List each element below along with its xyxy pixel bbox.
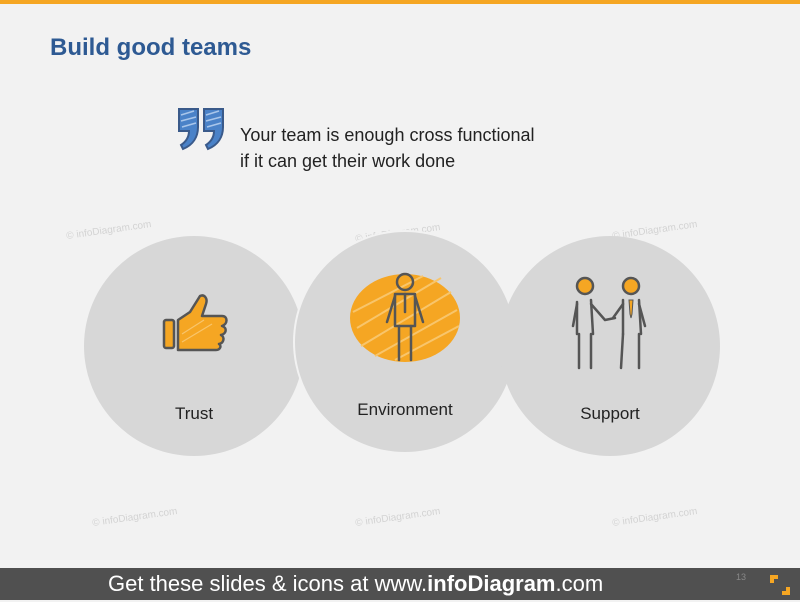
footer-brand: infoDiagram [427, 571, 556, 596]
footer-bar: Get these slides & icons at www.infoDiag… [0, 568, 800, 600]
watermark: © infoDiagram.com [354, 506, 442, 529]
page-number: 13 [736, 572, 747, 582]
thumbs-up-icon [158, 290, 230, 365]
trust-label: Trust [174, 404, 214, 423]
environment-circle: Environment [295, 232, 515, 452]
footer-prefix: Get these slides & icons at www. [108, 571, 428, 596]
footer-text[interactable]: Get these slides & icons at www.infoDiag… [108, 571, 603, 597]
trust-circle: Trust [84, 236, 304, 456]
watermark: © infoDiagram.com [91, 506, 179, 529]
slide-title: Build good teams [50, 34, 252, 61]
quote-text: Your team is enough cross functional if … [240, 122, 535, 174]
support-label: Support [580, 404, 640, 423]
person-icon [345, 268, 465, 373]
quote-marks-icon [176, 105, 228, 158]
environment-label: Environment [357, 400, 453, 419]
quote-line-1: Your team is enough cross functional [240, 125, 535, 145]
infodiagram-logo-icon [768, 573, 792, 602]
quote-line-2: if it can get their work done [240, 151, 456, 171]
top-accent-bar [0, 0, 800, 4]
watermark: © infoDiagram.com [611, 506, 699, 529]
handshake-icon [565, 274, 655, 379]
footer-suffix: .com [555, 571, 604, 596]
watermark: © infoDiagram.com [65, 219, 153, 242]
support-circle: Support [500, 236, 720, 456]
